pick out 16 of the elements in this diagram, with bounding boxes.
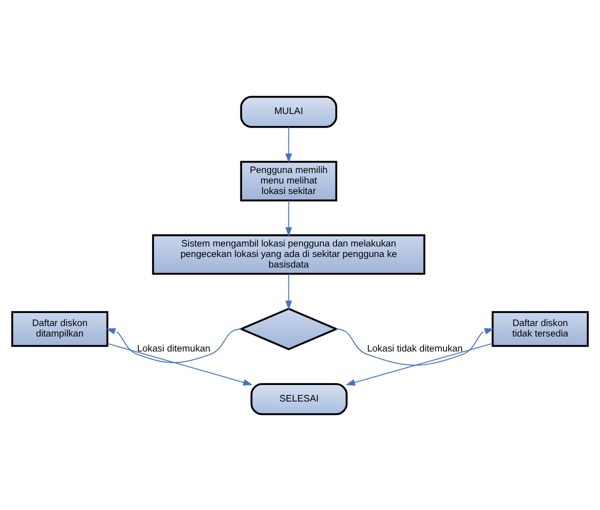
arrow (336, 328, 494, 366)
arrow (107, 342, 253, 386)
node-box: Sistem mengambil lokasi pengguna dan melakukan pengecekan lokasi yang ada di sekitar pengguna ke basisdata (152, 234, 426, 274)
node-box: Pengguna memilih menu melihat lokasi sekitar (240, 160, 338, 201)
node-box: MULAI (240, 95, 338, 128)
arrow (106, 328, 242, 363)
arrow (285, 199, 292, 236)
edge-label: Lokasi ditemukan (137, 342, 210, 354)
arrow (285, 273, 292, 310)
arrow (285, 126, 292, 162)
node-box: Daftar diskon tidak tersedia (492, 310, 589, 346)
node-diamond (238, 307, 339, 350)
node-box: Daftar diskon ditampilkan (11, 310, 108, 346)
arrow (346, 342, 494, 386)
edge-label: Lokasi tidak ditemukan (367, 342, 463, 354)
node-box: SELESAI (250, 382, 348, 415)
